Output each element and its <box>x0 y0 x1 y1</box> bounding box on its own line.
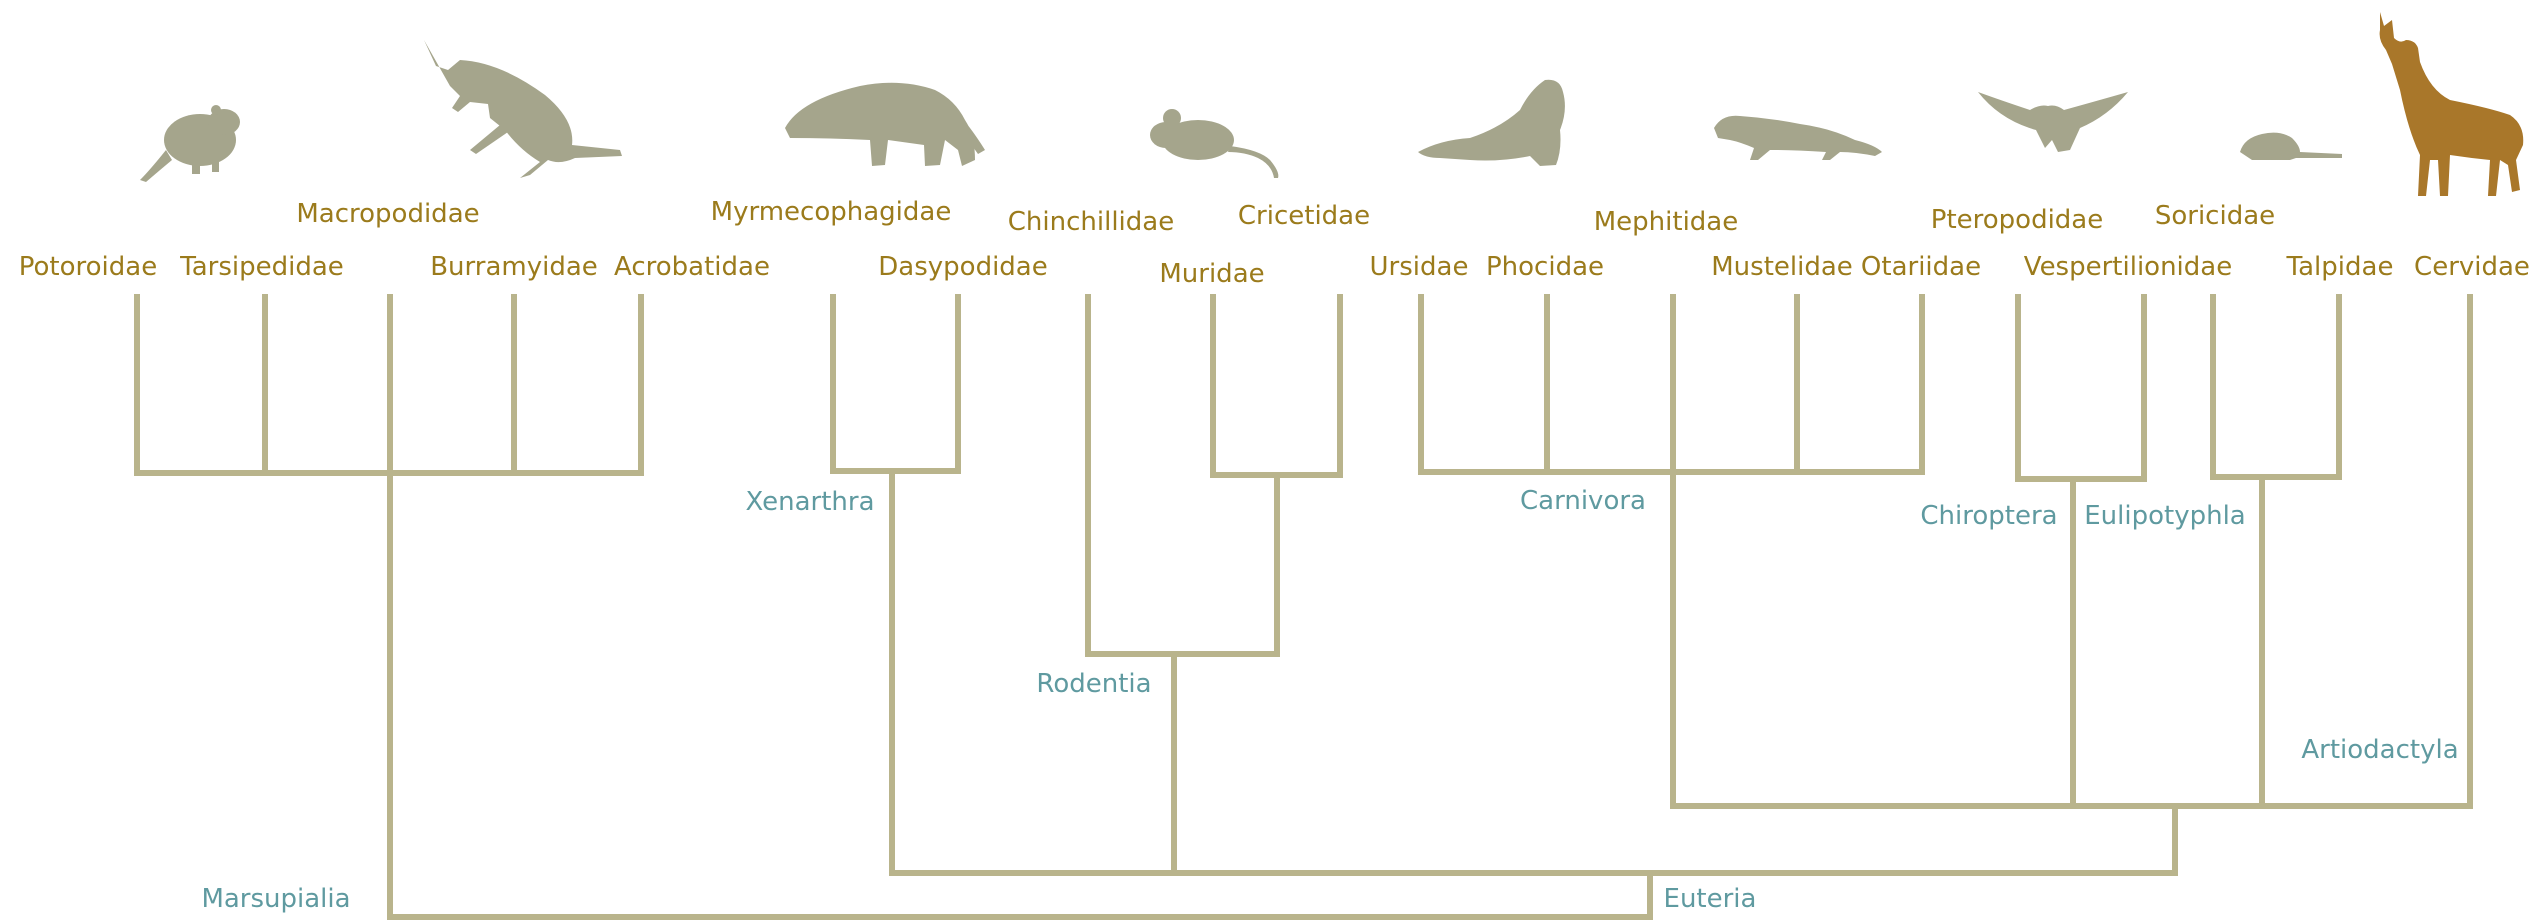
label-artiodactyla: Artiodactyla <box>2301 735 2458 765</box>
label-talpidae: Talpidae <box>2286 252 2394 282</box>
label-chiroptera: Chiroptera <box>1920 501 2057 531</box>
bettong-icon <box>140 105 240 182</box>
label-euteria: Euteria <box>1664 884 1757 914</box>
label-burramyidae: Burramyidae <box>430 252 598 282</box>
label-tarsipedidae: Tarsipedidae <box>179 252 344 282</box>
label-ursidae: Ursidae <box>1370 252 1469 282</box>
anteater-icon <box>785 83 985 166</box>
label-dasypodidae: Dasypodidae <box>878 252 1047 282</box>
label-muridae: Muridae <box>1159 259 1264 289</box>
label-acrobatidae: Acrobatidae <box>614 252 770 282</box>
label-pteropodidae: Pteropodidae <box>1931 205 2103 235</box>
shrew-icon <box>2240 133 2342 160</box>
label-otariidae: Otariidae <box>1861 252 1981 282</box>
label-chinchillidae: Chinchillidae <box>1008 207 1174 237</box>
label-carnivora: Carnivora <box>1520 486 1646 516</box>
deer-icon <box>2380 12 2524 196</box>
label-xenarthra: Xenarthra <box>745 487 874 517</box>
label-myrmecophagidae: Myrmecophagidae <box>711 197 952 227</box>
label-cricetidae: Cricetidae <box>1238 201 1370 231</box>
bat-icon <box>1978 92 2128 152</box>
seal-icon <box>1418 80 1565 166</box>
mouse-icon <box>1150 109 1278 178</box>
label-mephitidae: Mephitidae <box>1594 207 1739 237</box>
label-rodentia: Rodentia <box>1036 669 1151 699</box>
label-cervidae: Cervidae <box>2414 252 2530 282</box>
label-mustelidae: Mustelidae <box>1711 252 1853 282</box>
label-eulipotyphla: Eulipotyphla <box>2084 501 2245 531</box>
label-vespertilionidae: Vespertilionidae <box>2024 252 2232 282</box>
label-potoroidae: Potoroidae <box>19 252 157 282</box>
label-marsupialia: Marsupialia <box>201 884 350 914</box>
label-macropodidae: Macropodidae <box>296 199 479 229</box>
label-phocidae: Phocidae <box>1486 252 1604 282</box>
label-soricidae: Soricidae <box>2155 201 2275 231</box>
kangaroo-icon <box>424 40 622 178</box>
ferret-icon <box>1714 116 1882 160</box>
